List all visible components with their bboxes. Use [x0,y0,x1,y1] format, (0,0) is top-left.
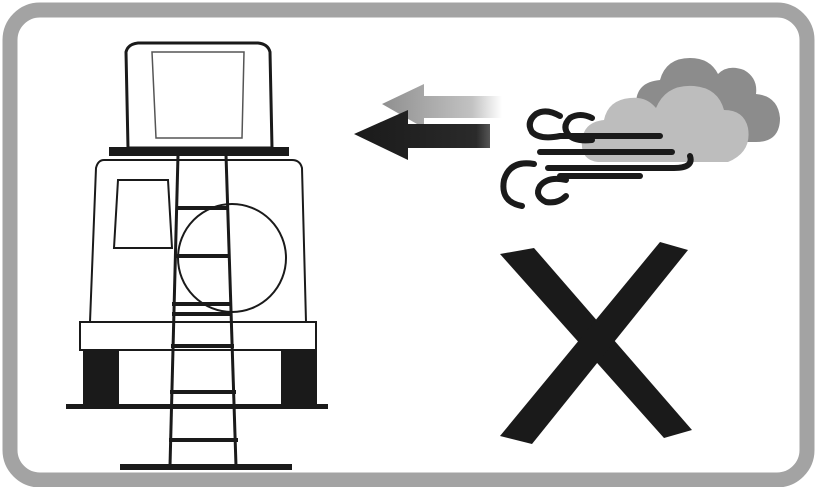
rear-window [114,180,172,248]
right-wheel-icon [282,352,316,404]
roof-rack [110,148,288,155]
left-wheel-icon [84,352,118,404]
roof-tent-window [152,52,244,138]
ground-line [66,404,328,409]
